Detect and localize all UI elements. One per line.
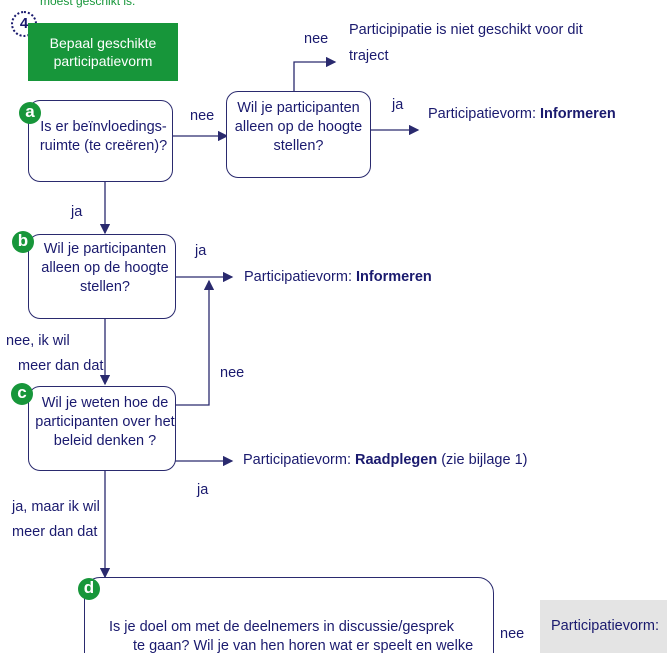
title-line-2: participatievorm <box>53 53 153 69</box>
question-d-line-1: Is je doel om met de deelnemers in discu… <box>109 619 454 635</box>
question-c-box: Wil je weten hoe de participanten over h… <box>28 386 176 471</box>
badge-b: b <box>12 231 34 253</box>
outcome-not-suitable-line-2: traject <box>349 48 389 64</box>
label-nee-a: nee <box>190 108 215 124</box>
outcome-prefix: Participatievorm: <box>428 106 541 122</box>
question-b-line-3: stellen? <box>80 279 130 295</box>
outcome-note: (zie bijlage 1) <box>437 452 528 468</box>
label-ja-maar-ik-wil: ja, maar ik wil <box>12 499 100 515</box>
question-a-line-2: ruimte (te creëren)? <box>39 138 168 154</box>
title-line-1: Bepaal geschikte <box>49 35 157 51</box>
outcome-cut-right: Participatievorm: <box>551 618 659 634</box>
question-a-box: Is er beïnvloedings- ruimte (te creëren)… <box>28 100 173 182</box>
outcome-box-cut <box>540 600 667 653</box>
outcome-raadplegen: Participatievorm: Raadplegen (zie bijlag… <box>243 451 527 470</box>
outcome-value: Raadplegen <box>355 452 438 468</box>
badge-c: c <box>11 383 33 405</box>
question-d-box: Is je doel om met de deelnemers in discu… <box>84 577 494 653</box>
badge-a: a <box>19 102 41 124</box>
question-c-line-1: Wil je weten hoe de <box>41 395 169 411</box>
question-c-line-2: participanten over het <box>35 414 175 430</box>
question-a2-line-2: alleen op de hoogte <box>234 119 363 135</box>
label-nee-c: nee <box>220 365 245 381</box>
label-nee-a2: nee <box>304 31 329 47</box>
outcome-value: Informeren <box>540 106 616 122</box>
badge-d: d <box>78 578 100 600</box>
outcome-informeren-1: Participatievorm: Informeren <box>428 105 616 124</box>
label-nee-ik-wil: nee, ik wil <box>6 333 70 349</box>
header-cut-text: moest geschikt is. <box>40 0 136 8</box>
question-c-line-3: beleid denken ? <box>53 433 157 449</box>
question-d-line-2: te gaan? Wil je van hen horen wat er spe… <box>133 638 474 653</box>
title-bar: Bepaal geschikte participatievorm <box>28 23 178 81</box>
label-ja-a2: ja <box>392 97 404 113</box>
outcome-value: Informeren <box>356 269 432 285</box>
question-a2-box: Wil je participanten alleen op de hoogte… <box>226 91 371 178</box>
label-meer-dan-dat-c: meer dan dat <box>12 524 98 540</box>
question-b-box: Wil je participanten alleen op de hoogte… <box>28 234 176 319</box>
label-nee-d: nee <box>500 626 525 642</box>
question-a2-line-3: stellen? <box>273 138 324 154</box>
question-a-line-1: Is er beïnvloedings- <box>40 119 167 135</box>
outcome-prefix: Participatievorm: <box>244 269 357 285</box>
outcome-prefix: Participatievorm: <box>243 452 356 468</box>
question-a2-line-1: Wil je participanten <box>237 100 360 116</box>
label-ja-a: ja <box>71 204 83 220</box>
question-b-line-1: Wil je participanten <box>43 241 167 257</box>
outcome-not-suitable-line-1: Participipatie is niet geschikt voor dit <box>349 22 583 38</box>
label-ja-b: ja <box>195 243 207 259</box>
outcome-informeren-2: Participatievorm: Informeren <box>244 268 432 287</box>
label-ja-c: ja <box>197 482 209 498</box>
question-b-line-2: alleen op de hoogte <box>41 260 169 276</box>
label-meer-dan-dat-b: meer dan dat <box>18 358 104 374</box>
